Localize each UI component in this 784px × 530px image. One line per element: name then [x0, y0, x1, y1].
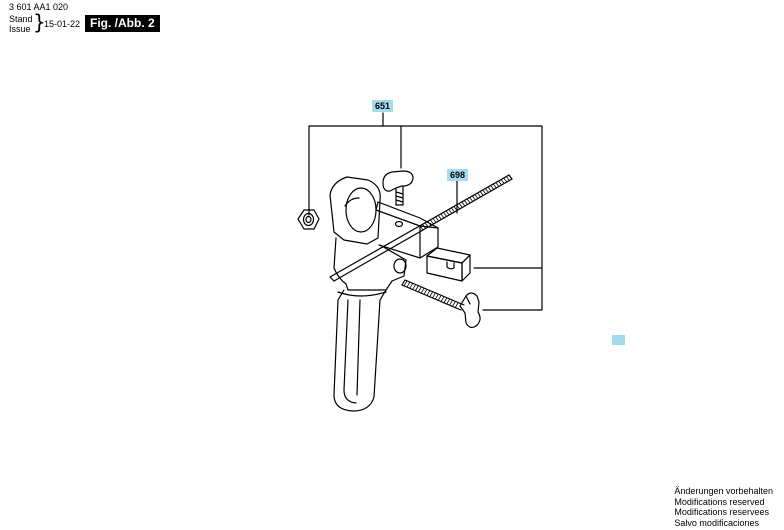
- figure-label: Fig. /Abb. 2: [85, 15, 160, 32]
- callout-color-swatch: [612, 335, 625, 345]
- callout-bracket-651: [308, 112, 543, 311]
- rod-threads: [419, 174, 513, 231]
- wing-screw: [382, 170, 414, 206]
- modification-notes: Änderungen vorbehalten Modifications res…: [674, 486, 773, 528]
- auxiliary-handle: [329, 176, 439, 412]
- callout-tag-assembly: 651: [372, 100, 394, 112]
- stop-block: [426, 247, 471, 282]
- callout-tag-depth-rod: 698: [447, 169, 469, 181]
- clamping-bolt: [401, 279, 481, 329]
- stand-issue-label: Stand Issue: [9, 14, 33, 34]
- note-line: Salvo modificaciones: [674, 517, 759, 528]
- part-number: 3 601 AA1 020: [9, 2, 69, 12]
- hex-nut: [297, 209, 320, 230]
- stand-label: Stand: [9, 14, 33, 24]
- note-line: Modifications reserved: [674, 496, 765, 507]
- issue-date: 15-01-22: [44, 19, 81, 29]
- bolt-threads: [403, 280, 459, 309]
- note-line: Modifications reservees: [674, 507, 769, 517]
- depth-stop-rod: [329, 174, 513, 282]
- note-line: Änderungen vorbehalten: [674, 486, 773, 496]
- issue-label: Issue: [9, 24, 31, 34]
- brace-glyph: }: [33, 10, 46, 34]
